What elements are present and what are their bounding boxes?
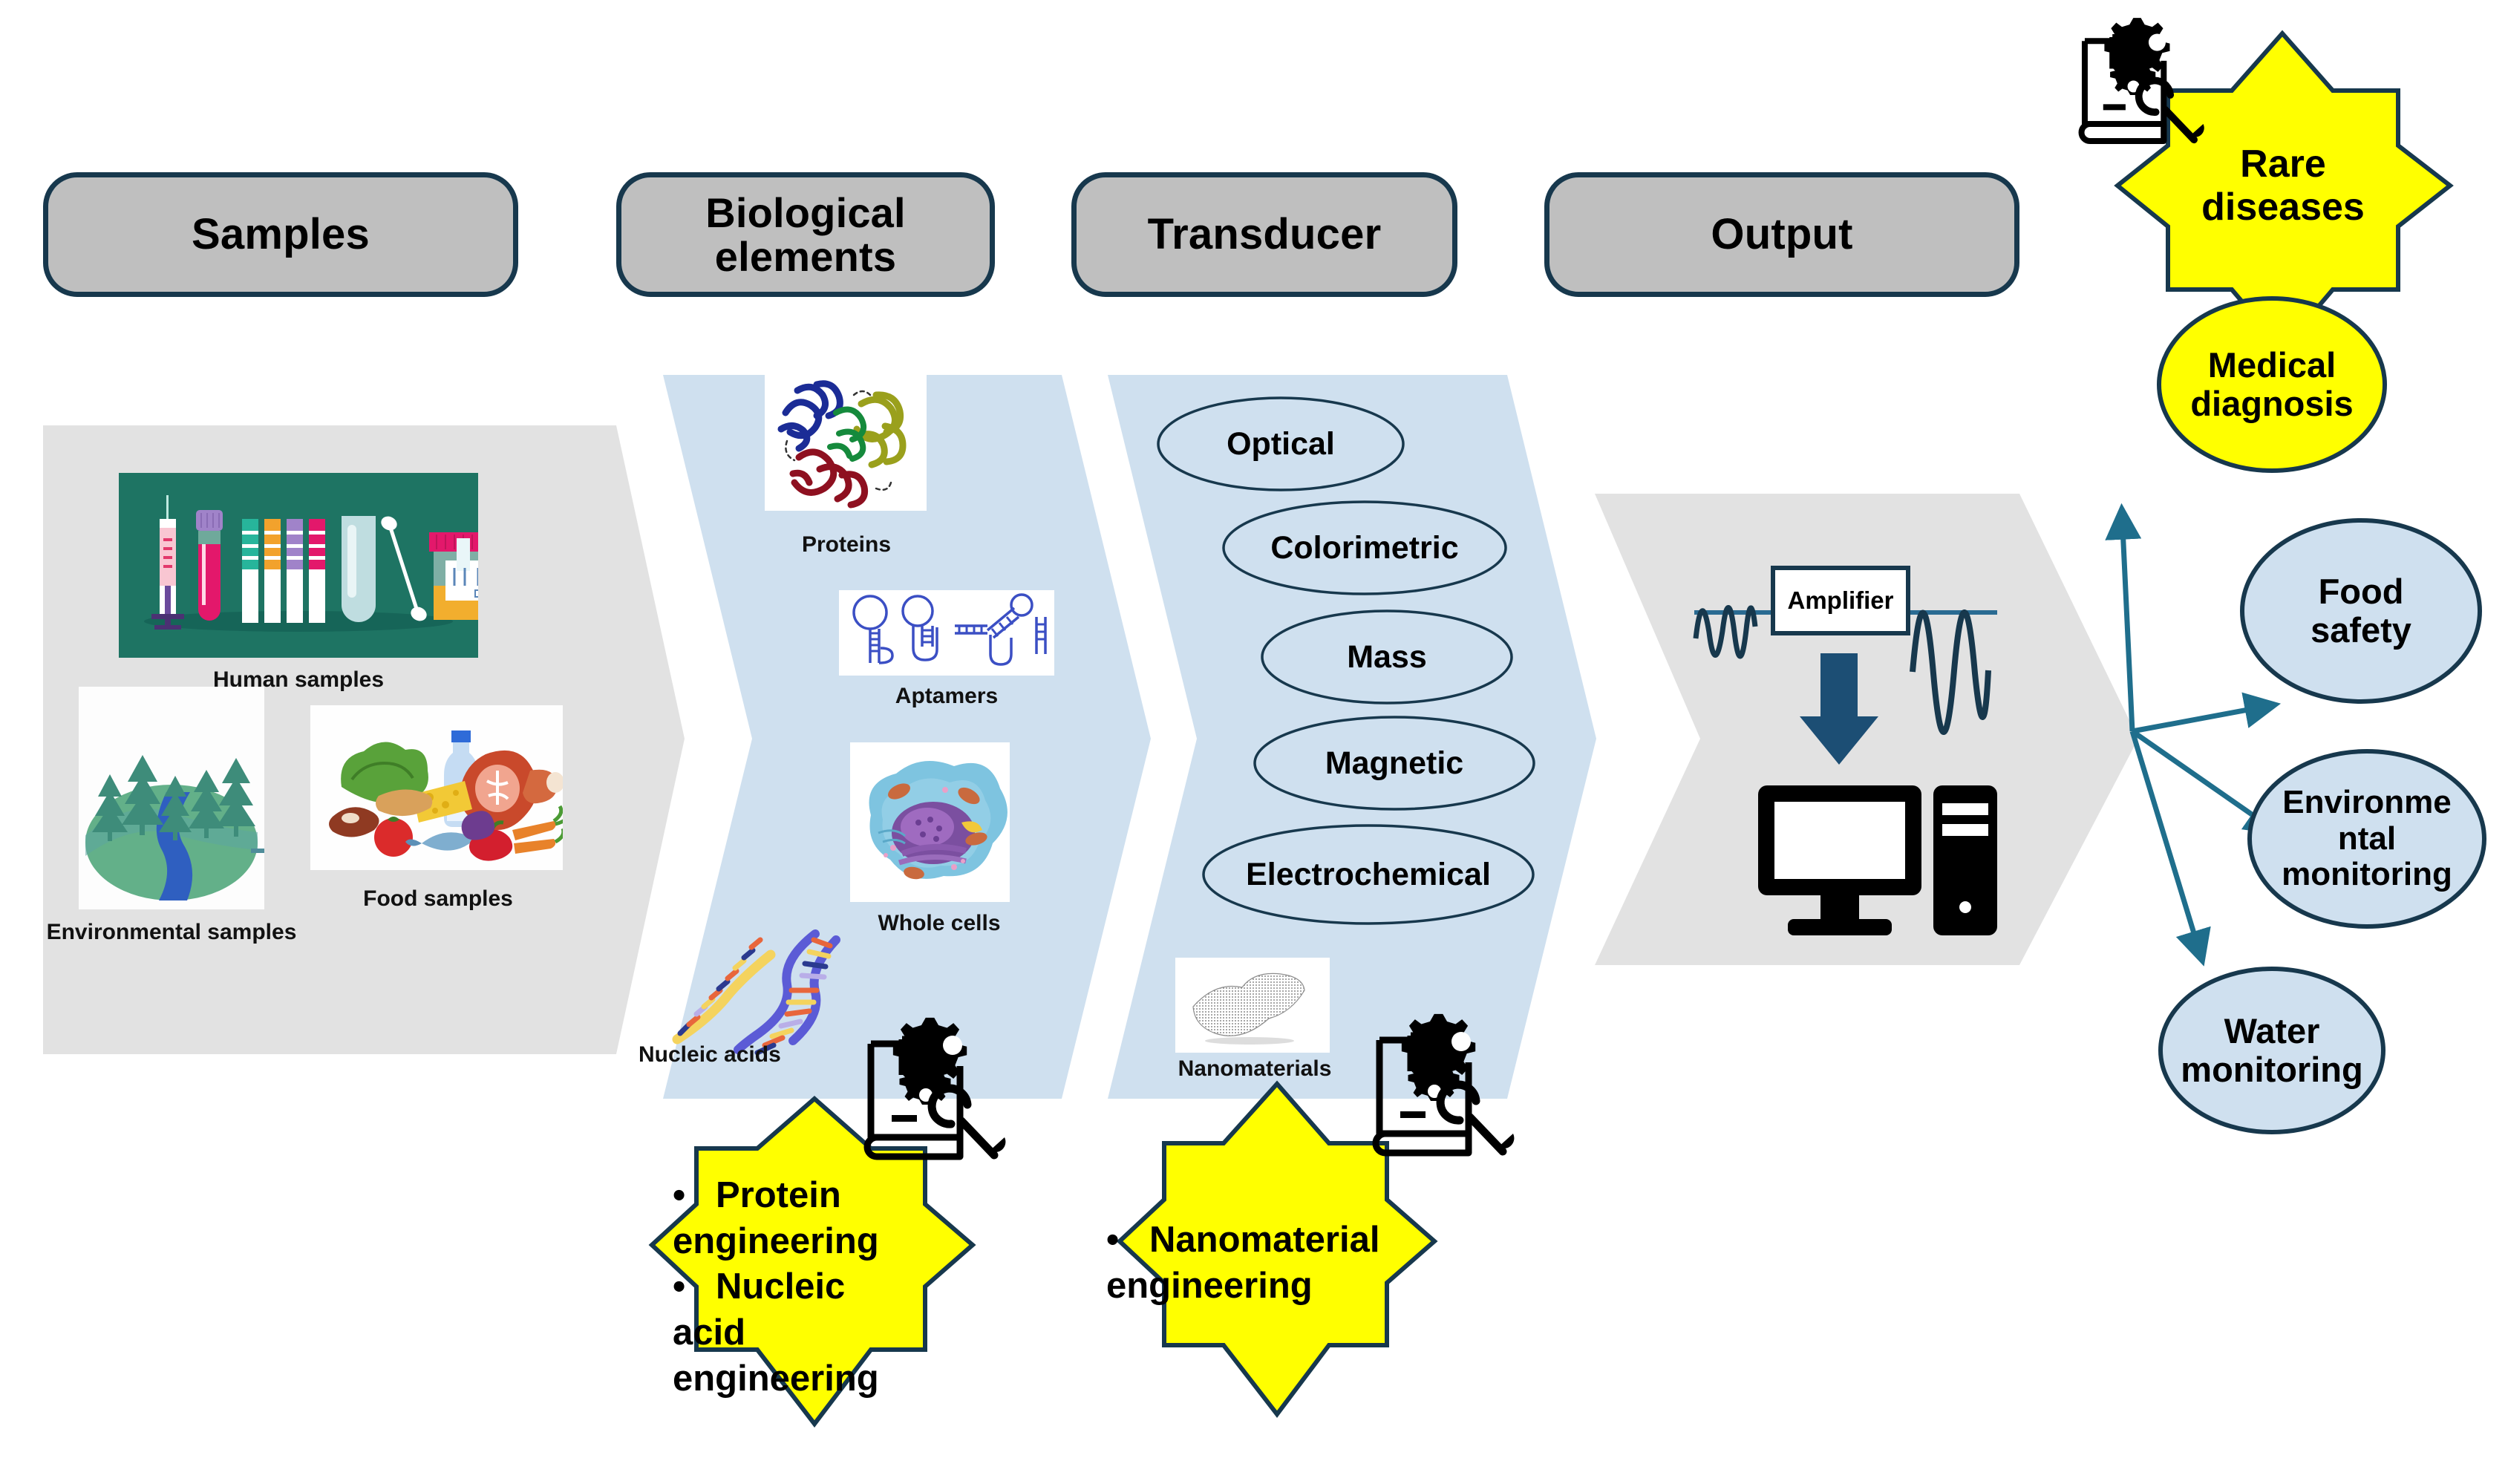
- graphene-sheet-image: [1175, 958, 1330, 1053]
- bullet-line: • Nanomaterial engineering: [1106, 1220, 1380, 1306]
- caption-text: Environmental samples: [46, 920, 297, 944]
- desktop-computer-icon: [1758, 785, 1997, 935]
- gears-wrench-glyph: [2078, 18, 2204, 144]
- nano-engineering-text: • Nanomaterial engineering: [1106, 1217, 1418, 1309]
- transducer-ellipse-magnetic[interactable]: [1253, 716, 1535, 811]
- engineering-gears-wrench-icon-applications: [2073, 16, 2218, 150]
- down-arrow: [1800, 653, 1878, 765]
- environmental-samples-art: [79, 687, 264, 909]
- biological-elements-chevron: [663, 375, 1151, 1099]
- human-samples-art: [144, 495, 478, 632]
- engineering-gears-wrench-icon-bio: [858, 1017, 1021, 1166]
- stage-header-transducer[interactable]: Transducer: [1071, 172, 1457, 297]
- dna-helix-image: [661, 921, 906, 1062]
- environmental-monitoring-bubble[interactable]: [2247, 749, 2486, 929]
- stage-header-label: Output: [1711, 210, 1853, 259]
- food-safety-label: Food safety: [2264, 553, 2458, 669]
- stage-header-label: Biological elements: [705, 189, 906, 280]
- food-samples-caption: Food samples: [304, 886, 572, 911]
- label-text: Amplifier: [1787, 586, 1894, 614]
- caption-text: Food samples: [363, 886, 513, 911]
- nano-engineering-star[interactable]: [1116, 1080, 1438, 1418]
- engineering-gears-wrench-icon-nano: [1366, 1013, 1529, 1162]
- food-safety-bubble[interactable]: [2240, 518, 2482, 704]
- stage-header-samples[interactable]: Samples: [43, 172, 518, 297]
- transducer-label-mass: Mass: [1262, 635, 1512, 679]
- animal-cell-image: [850, 742, 1010, 902]
- input-waveform: [1693, 605, 1758, 659]
- arrow-to-food-safety: [2132, 692, 2282, 734]
- label-text: Colorimetric: [1270, 529, 1459, 566]
- stage-header-output[interactable]: Output: [1544, 172, 2019, 297]
- caption-text: Whole cells: [878, 911, 1001, 935]
- protein-art: [765, 370, 927, 511]
- whole-cell-art: [850, 742, 1010, 902]
- environmental-samples-image: [79, 687, 264, 909]
- aptamer-art: [839, 590, 1054, 676]
- gears-wrench-glyph: [1372, 1013, 1515, 1157]
- food-samples-image: [310, 705, 563, 870]
- gears-wrench-glyph: [863, 1017, 1006, 1160]
- label-text: Optical: [1227, 425, 1335, 462]
- food-samples-art: [310, 705, 563, 870]
- water-monitoring-label: Water monitoring: [2171, 992, 2373, 1109]
- nucleic-acids-caption: Nucleic acids: [639, 1042, 846, 1067]
- transducer-label-electrochemical: Electrochemical: [1204, 852, 1533, 897]
- label-text: Water monitoring: [2181, 1011, 2363, 1089]
- bullet-line: • Nucleic acid engineering: [673, 1266, 879, 1399]
- caption-text: Nucleic acids: [639, 1042, 781, 1067]
- stage-header-biological-elements[interactable]: Biological elements: [616, 172, 995, 297]
- bullet-line: • Protein engineering: [673, 1175, 879, 1261]
- transducer-ellipse-mass[interactable]: [1261, 609, 1513, 705]
- whole-cells-caption: Whole cells: [839, 911, 1039, 935]
- output-waveform: [1910, 609, 1991, 735]
- transducer-label-magnetic: Magnetic: [1255, 741, 1534, 785]
- water-monitoring-bubble[interactable]: [2158, 967, 2385, 1134]
- label-text: Electrochemical: [1246, 856, 1491, 892]
- transducer-label-optical: Optical: [1158, 422, 1403, 466]
- aptamer-structures-image: [839, 590, 1054, 676]
- amplifier-label: Amplifier: [1773, 568, 1908, 633]
- nanomaterial-art: [1175, 958, 1330, 1053]
- bio-engineering-star[interactable]: [648, 1096, 976, 1428]
- aptamers-caption: Aptamers: [839, 684, 1054, 708]
- nucleic-acid-art: [672, 929, 840, 1056]
- transducer-ellipse-electrochemical[interactable]: [1202, 824, 1535, 925]
- transducer-ellipse-colorimetric[interactable]: [1222, 500, 1507, 595]
- medical-diagnosis-label: Medical diagnosis: [2175, 327, 2368, 442]
- arrow-to-environmental-monitoring: [2130, 729, 2282, 836]
- caption-text: Aptamers: [895, 684, 999, 708]
- environmental-monitoring-label: Environme ntal monitoring: [2263, 772, 2471, 906]
- label-text: Magnetic: [1325, 745, 1464, 781]
- arrow-to-medical-diagnosis: [2105, 503, 2142, 732]
- human-samples-image: [119, 473, 478, 658]
- proteins-caption: Proteins: [742, 532, 950, 557]
- arrow-to-water-monitoring: [2129, 730, 2211, 967]
- stage-header-label: Samples: [192, 210, 370, 259]
- stage-header-label: Transducer: [1147, 210, 1382, 259]
- label-text: Food safety: [2311, 572, 2411, 650]
- caption-text: Proteins: [801, 532, 892, 557]
- environmental-samples-caption: Environmental samples: [19, 920, 324, 944]
- label-text: Mass: [1347, 638, 1427, 675]
- bio-engineering-text: • Protein engineering • Nucleic acid eng…: [673, 1173, 918, 1402]
- amplifier-box[interactable]: [1771, 566, 1910, 635]
- nanomaterials-caption: Nanomaterials: [1158, 1056, 1351, 1081]
- medical-diagnosis-bubble[interactable]: [2157, 296, 2387, 473]
- caption-text: Nanomaterials: [1178, 1056, 1332, 1081]
- transducer-ellipse-optical[interactable]: [1157, 396, 1405, 491]
- rare-diseases-label: Rare diseases: [2183, 111, 2383, 260]
- wrench-glyph: [927, 1084, 999, 1160]
- label-text: Medical diagnosis: [2190, 345, 2354, 423]
- label-text: Rare diseases: [2201, 142, 2365, 229]
- transducer-label-colorimetric: Colorimetric: [1224, 526, 1506, 570]
- label-text: Environme ntal monitoring: [2282, 784, 2452, 893]
- protein-structure-image: [765, 370, 927, 511]
